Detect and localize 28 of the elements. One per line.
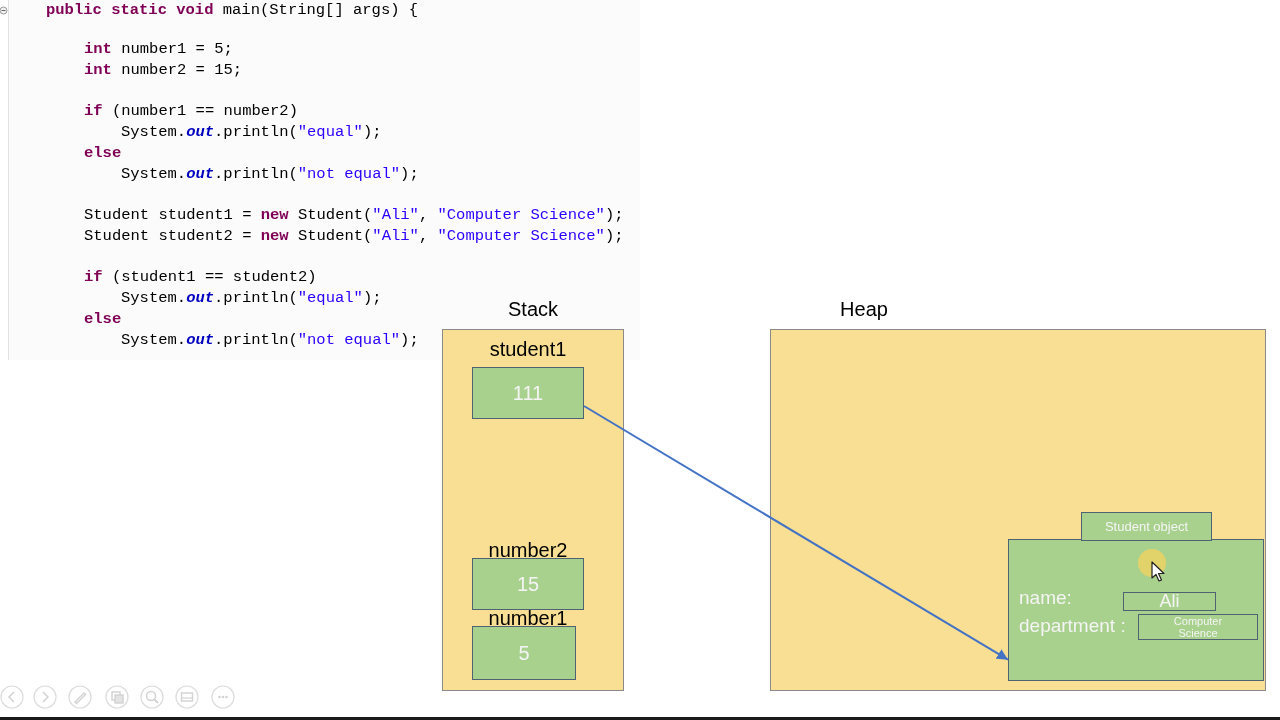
code-line: else [84, 309, 122, 329]
object-title-tab: Student object [1081, 512, 1212, 541]
memory-cell: 15 [472, 558, 584, 610]
code-line: System.out.println("not equal"); [121, 164, 419, 184]
code-line: int number2 = 15; [84, 60, 243, 80]
code-line: else [84, 143, 122, 163]
code-line: Student student1 = new Student("Ali", "Computer Science"); [84, 205, 624, 225]
code-line: System.out.println("equal"); [121, 288, 382, 308]
code-line: System.out.println("not equal"); [121, 330, 419, 350]
value-field: Ali [1123, 592, 1216, 611]
variable-label: student1 [488, 338, 568, 360]
stack-heading: Stack [507, 297, 559, 322]
code-line: if (number1 == number2) [84, 101, 298, 121]
heap-heading: Heap [839, 297, 889, 322]
variable-label: number2 [487, 540, 569, 560]
code-line: Student student2 = new Student("Ali", "Computer Science"); [84, 226, 624, 246]
value-field: Computer Science [1138, 614, 1258, 640]
arrow [583, 405, 1009, 661]
memory-cell: 5 [472, 626, 576, 680]
variable-label: number1 [487, 608, 569, 628]
field-label: name: [1019, 587, 1072, 609]
code-line: if (student1 == student2) [84, 267, 317, 287]
code-line: int number1 = 5; [84, 39, 233, 59]
code-line: System.out.println("equal"); [121, 122, 382, 142]
code-line: public static void main(String[] args) { [46, 0, 419, 20]
field-label: department : [1019, 615, 1126, 637]
object-box [1008, 539, 1264, 681]
memory-cell: 111 [472, 367, 584, 419]
